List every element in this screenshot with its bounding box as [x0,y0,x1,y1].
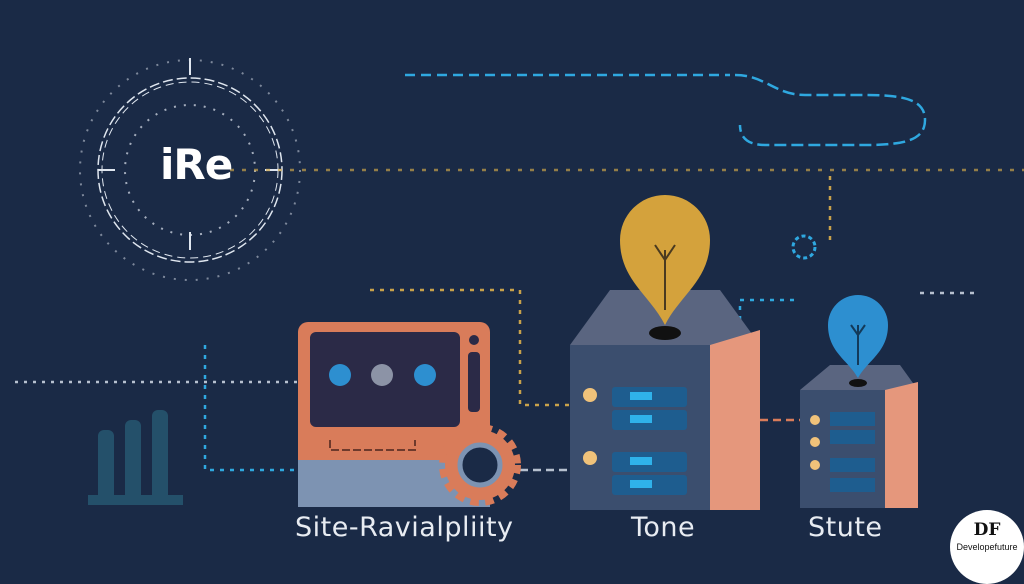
label-tone: Tone [631,512,696,543]
server-tone-graphic [570,290,760,510]
striped-orb-icon [791,234,817,260]
badge-name: Developefuture [956,542,1018,552]
circuit-lines [15,73,1024,472]
badge-mark: DF [973,520,1001,540]
lightbulb-blue-icon [828,295,888,378]
pillars-graphic [88,410,183,505]
lightbulb-yellow-icon [620,195,710,325]
label-stute: Stute [808,512,883,543]
ire-logo: iRe [160,140,233,189]
label-site-reliability: Site-Ravialpliity [295,512,514,543]
server-stute-graphic [800,365,918,508]
gear-icon [439,424,521,506]
developefuture-badge: DF Developefuture [950,510,1024,584]
